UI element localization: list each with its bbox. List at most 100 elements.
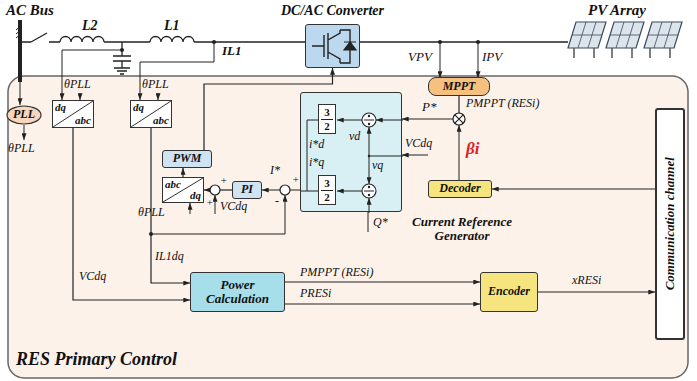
reference-wire <box>364 120 374 191</box>
control-region <box>8 76 688 378</box>
transform-box: dqabc <box>52 100 94 128</box>
decoder-text: Decoder <box>439 182 480 195</box>
channel-text: Communication channel <box>663 157 677 290</box>
connector-label: PMPPT (RESi) <box>300 266 373 279</box>
vcdq-input-wire <box>402 155 428 156</box>
signal-label: i*d <box>309 138 324 151</box>
signal-label: θPLL <box>64 78 91 91</box>
transform-text: dq <box>55 102 66 113</box>
signal-label: vd <box>349 130 360 143</box>
reference-wire <box>369 156 403 157</box>
summing-junction <box>280 185 290 195</box>
ipv-sense-wire <box>478 42 479 78</box>
summing-junction <box>210 185 220 195</box>
gain-box: 32 <box>318 175 336 205</box>
reference-wire <box>369 127 370 156</box>
signal-label: + <box>220 174 227 186</box>
signal-label: IL1 <box>222 44 242 58</box>
signal-label: θPLL <box>8 142 35 155</box>
signal-label: Q* <box>373 216 388 229</box>
signal-label: AC Bus <box>6 2 54 19</box>
reference-wire <box>337 120 362 121</box>
gain-text: 2 <box>321 120 333 133</box>
gain-text: 3 <box>321 106 333 120</box>
reference-wire <box>369 198 370 213</box>
gain-text: 2 <box>321 191 333 204</box>
feedforward-wire <box>215 195 216 214</box>
divide-sign <box>364 191 374 192</box>
transform-box: dqabc <box>130 100 172 128</box>
signal-label: L2 <box>82 18 98 33</box>
reference-generator-box: 3232Current Reference Generator <box>300 92 402 212</box>
signal-label: PMPPT (RESi) <box>466 97 539 110</box>
signal-label: βi <box>466 140 479 159</box>
transform-text: abc <box>165 179 181 190</box>
pi-box: PI <box>232 181 262 199</box>
gain-box: 32 <box>318 104 336 134</box>
signal-label: i*q <box>309 156 324 169</box>
pll-input-wire <box>20 82 21 105</box>
pwm-box: PWM <box>162 150 212 168</box>
power-calculation-box: Power Calculation <box>190 272 285 312</box>
transform-box: abcdq <box>162 177 204 203</box>
pv-panel <box>606 22 644 58</box>
signal-connector <box>538 291 655 292</box>
control-region-text: RES Primary Control <box>16 350 177 370</box>
current-sense-wire <box>140 42 214 100</box>
signal-label: PV Array <box>588 2 646 19</box>
multiplier-junction <box>453 113 465 125</box>
decoder-box: Decoder <box>428 180 492 198</box>
power-calculation-text: Power Calculation <box>191 278 284 307</box>
wire <box>194 41 305 42</box>
divide-sign <box>364 120 374 121</box>
vpv-sense-wire <box>440 42 441 78</box>
voltage-sense-wire <box>62 50 122 100</box>
reference-generator-text: Current Reference Generator <box>406 215 518 244</box>
signal-connector <box>402 96 459 119</box>
pll-ellipse-text: PLL <box>13 108 35 121</box>
divider-junction <box>362 184 376 198</box>
conv-art <box>306 25 361 69</box>
signal-label: I* <box>270 164 280 177</box>
mppt-box: MPPT <box>428 77 490 96</box>
bus-phase-marks <box>16 25 22 38</box>
divide-dot <box>368 155 370 157</box>
signal-label: + <box>206 196 213 208</box>
transform-text: abc <box>75 115 91 126</box>
pv-panel <box>568 22 606 58</box>
signal-label: VCdq <box>79 270 106 283</box>
q-input-wire <box>368 212 369 232</box>
mppt-text: MPPT <box>443 80 476 93</box>
theta-arrow <box>158 93 159 100</box>
divide-dot <box>368 194 370 196</box>
signal-connector <box>182 168 183 177</box>
signal-label: IPV <box>482 50 502 64</box>
signal-label: θPLL <box>138 206 165 219</box>
transform-text: abc <box>153 115 169 126</box>
signal-label: - <box>275 195 279 208</box>
divide-dot <box>368 186 370 188</box>
reference-wire <box>337 191 362 192</box>
junction-dot <box>212 40 216 44</box>
connector-label: PRESi <box>300 287 331 300</box>
signal-label: VPV <box>408 50 432 64</box>
transform-diagonal <box>163 178 203 202</box>
multiplier-cross <box>455 115 463 123</box>
divider-junction <box>362 113 376 127</box>
divide-dot <box>368 115 370 117</box>
pwm-text: PWM <box>173 152 202 165</box>
signal-label: IL1dq <box>155 250 184 263</box>
divide-dot <box>368 123 370 125</box>
converter-text: DC/AC Converter <box>281 3 384 18</box>
encoder-box: Encoder <box>480 272 538 312</box>
switch-symbol <box>31 33 47 42</box>
control-region-box: PLLdqabcdqabcPWMabcdqPI3232Current Refer… <box>8 76 688 378</box>
capacitor-symbol <box>113 42 131 74</box>
wire <box>104 41 150 42</box>
encoder-text: Encoder <box>488 285 530 298</box>
inductor-symbol <box>150 37 194 43</box>
signal-connector <box>285 281 480 282</box>
diode-symbol <box>344 42 356 50</box>
transform-diagonal <box>53 101 93 127</box>
converter-box: DC/AC Converter <box>305 24 360 68</box>
